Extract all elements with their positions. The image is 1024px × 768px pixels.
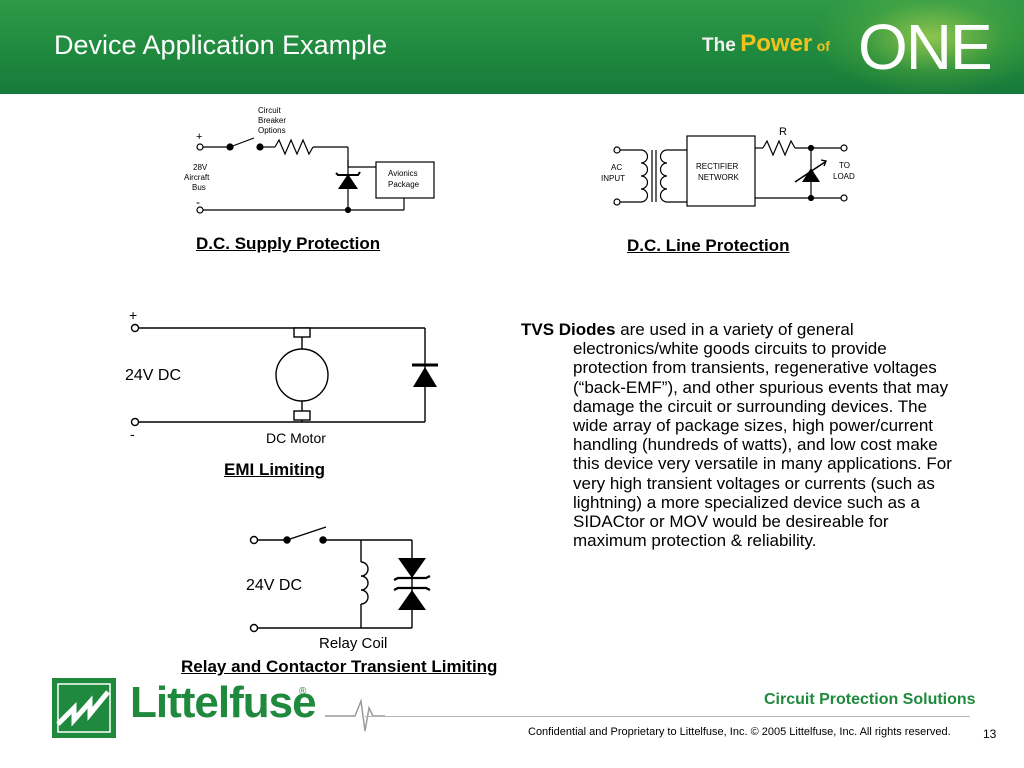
footer-divider [365, 716, 970, 717]
emi-minus: - [130, 426, 135, 442]
bidirectional-tvs-top-icon [398, 558, 426, 578]
littelfuse-logo-icon [52, 678, 116, 738]
slogan: Circuit Protection Solutions [764, 691, 976, 708]
caption-relay: Relay and Contactor Transient Limiting [181, 657, 498, 676]
caption-dc-line: D.C. Line Protection [627, 236, 790, 255]
breaker-label-1: Circuit [258, 106, 281, 115]
resistor-label: R [779, 126, 787, 138]
to-label: TO [839, 161, 850, 170]
load-label-1: Avionics [388, 169, 418, 178]
confidential-notice: Confidential and Proprietary to Littelfu… [528, 726, 951, 738]
tvs-diode-emi-icon [413, 367, 437, 387]
page-title: Device Application Example [54, 30, 388, 60]
emi-plus: + [129, 307, 137, 323]
tvs-diode-line-icon [802, 168, 820, 182]
tagline-the: The [702, 35, 736, 56]
header-glow [820, 0, 1024, 94]
tagline: The Power of [702, 30, 830, 58]
relay-coil-label: Relay Coil [319, 635, 387, 652]
tvs-lead: TVS Diodes [521, 320, 616, 339]
tvs-diode-icon [338, 174, 358, 189]
rectifier-label: RECTIFIER [696, 162, 738, 171]
to-load-label: LOAD [833, 172, 855, 181]
dc-motor-label: DC Motor [266, 430, 326, 446]
ac-label: AC [611, 163, 622, 172]
tvs-text: are used in a variety of general electro… [573, 320, 952, 551]
network-label: NETWORK [698, 173, 740, 182]
header-banner: Device Application Example The Power of … [0, 0, 1024, 94]
relay-diagram: 24V DC Relay Coil [246, 526, 431, 652]
caption-dc-supply: D.C. Supply Protection [196, 234, 381, 253]
dc-supply-label-3: Bus [192, 183, 206, 192]
dc-supply-minus: - [196, 195, 200, 209]
tvs-description: TVS Diodes are used in a variety of gene… [521, 320, 961, 550]
input-label: INPUT [601, 174, 625, 183]
tagline-power: Power [740, 30, 813, 57]
dc-line-diagram: R AC INPUT RECTIFIER NETWORK TO LOAD [601, 126, 855, 207]
caption-emi: EMI Limiting [224, 460, 326, 479]
dc-supply-label-1: 28V [193, 163, 208, 172]
tagline-of: of [816, 38, 830, 54]
dc-supply-label-2: Aircraft [184, 173, 210, 182]
breaker-label-2: Breaker [258, 116, 286, 125]
breaker-label-3: Options [258, 126, 286, 135]
emi-voltage: 24V DC [125, 367, 181, 384]
bidirectional-tvs-bottom-icon [398, 590, 426, 610]
dc-supply-diagram: + - 28V Aircraft Bus Circuit Breaker Opt… [184, 106, 435, 214]
relay-voltage: 24V DC [246, 577, 302, 594]
page-number: 13 [983, 727, 997, 741]
dc-supply-plus: + [196, 131, 202, 143]
registered-mark: ® [299, 686, 307, 697]
tagline-one: ONE [858, 11, 993, 83]
emi-diagram: + - 24V DC DC Motor [125, 307, 438, 446]
brand-name: Littelfuse [130, 678, 317, 727]
load-label-2: Package [388, 180, 420, 189]
